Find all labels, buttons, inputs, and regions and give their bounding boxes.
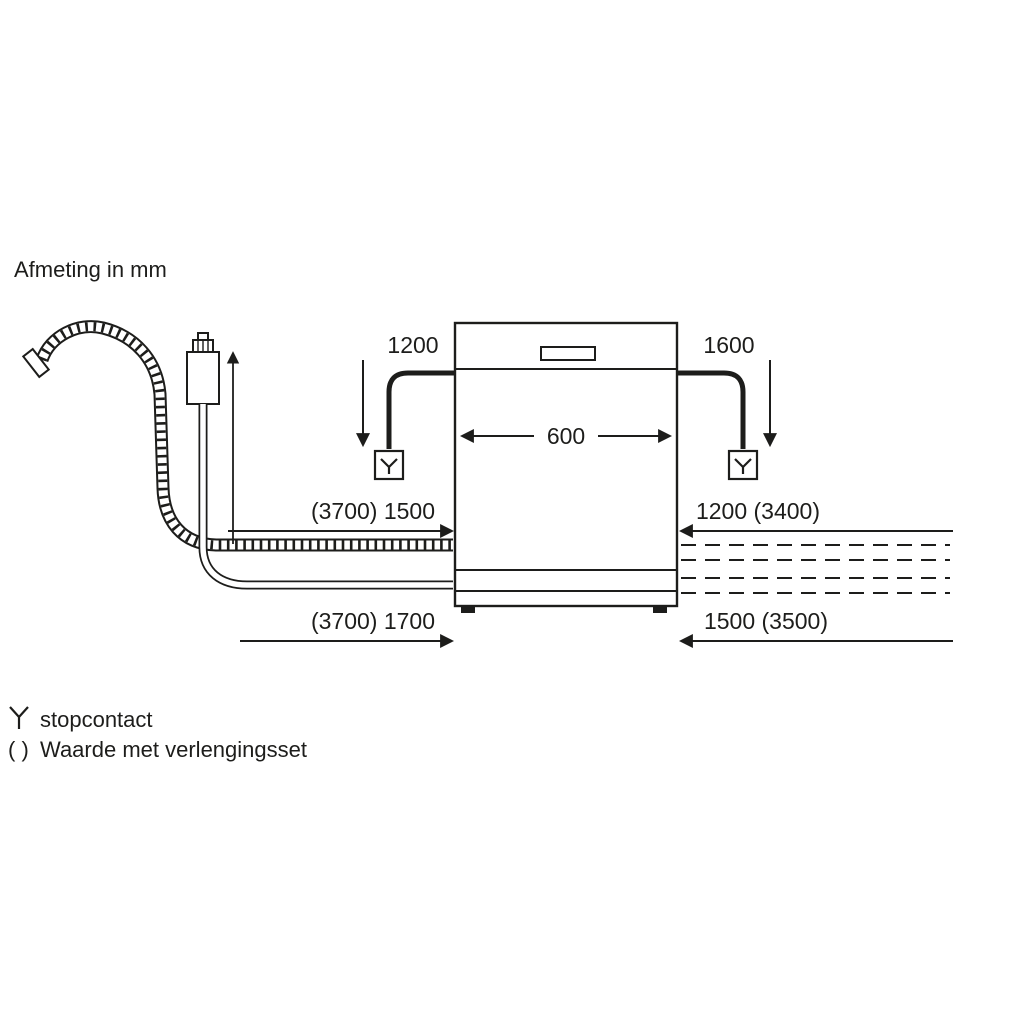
- supply-length-label: (3700) 1500: [311, 498, 435, 524]
- dishwasher-outline: [453, 321, 679, 613]
- page-title: Afmeting in mm: [14, 257, 167, 282]
- legend-extension-label: Waarde met verlengingsset: [40, 737, 307, 762]
- power-cord-right: 1600: [677, 332, 777, 481]
- bottom-left-dimension: (3700) 1700: [240, 608, 455, 648]
- legend-socket-label: stopcontact: [40, 707, 153, 732]
- power-socket-icon: [9, 706, 29, 729]
- power-socket-icon: [727, 449, 759, 481]
- power-socket-icon: [373, 449, 405, 481]
- aquastop-valve: [186, 332, 220, 405]
- drain-hose: [21, 327, 453, 545]
- supply-hose: [203, 404, 453, 585]
- width-label: 600: [547, 423, 585, 449]
- bottom-right-label: 1500 (3500): [704, 608, 828, 634]
- drain-hose-end-fitting: [21, 347, 51, 379]
- power-cord-left: 1200: [356, 332, 455, 481]
- cord-right-label: 1600: [703, 332, 754, 358]
- drain-length-label: 1200 (3400): [696, 498, 820, 524]
- supply-length-dimension: (3700) 1500: [228, 498, 455, 538]
- door-handle: [540, 346, 596, 361]
- bottom-left-label: (3700) 1700: [311, 608, 435, 634]
- appliance-foot-left: [461, 606, 475, 613]
- drain-length-dimension: 1200 (3400): [678, 498, 953, 538]
- legend: stopcontact ( ) Waarde met verlengingsse…: [8, 706, 307, 762]
- cord-left-label: 1200: [387, 332, 438, 358]
- bottom-right-dimension: 1500 (3500): [678, 608, 953, 648]
- width-dimension: 600: [459, 423, 673, 449]
- legend-parentheses-symbol: ( ): [8, 737, 29, 762]
- appliance-foot-right: [653, 606, 667, 613]
- extension-hoses-dashed: [681, 544, 950, 594]
